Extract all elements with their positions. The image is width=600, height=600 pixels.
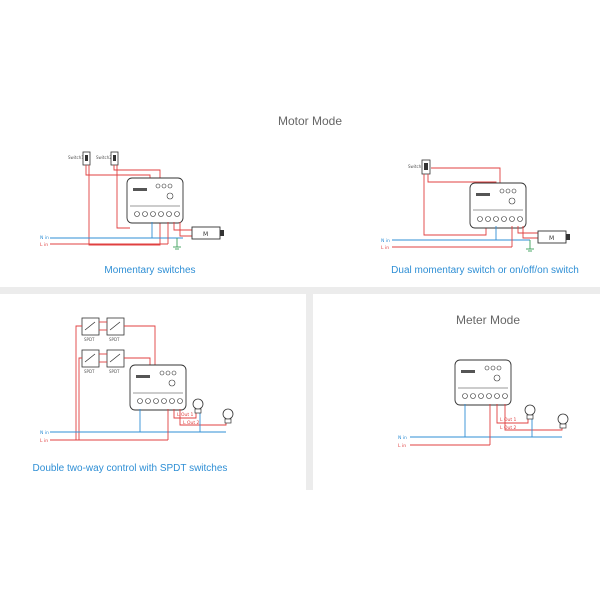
spdt-switch-2: SPDT bbox=[106, 317, 125, 342]
l-in-label: L in bbox=[40, 242, 48, 248]
spdt-switch-3: SPDT bbox=[81, 349, 100, 374]
vertical-divider bbox=[306, 294, 313, 490]
spdt-switch-1: SPDT bbox=[81, 317, 100, 342]
switch: Switch bbox=[408, 159, 431, 175]
spdt-label-3: SPDT bbox=[84, 369, 95, 374]
n-in-label: N in bbox=[40, 430, 49, 436]
l-out2-label: L Out 2 bbox=[183, 420, 200, 426]
n-in-label: N in bbox=[381, 238, 390, 244]
ground-symbol bbox=[173, 238, 181, 250]
motor-label: M bbox=[549, 235, 554, 242]
module-box bbox=[126, 177, 184, 224]
l-in-label: L in bbox=[40, 438, 48, 444]
switch-1: Switch1 bbox=[68, 151, 91, 166]
spdt-switch-4: SPDT bbox=[106, 349, 125, 374]
ground-symbol bbox=[526, 240, 534, 252]
dual-momentary-caption: Dual momentary switch or on/off/on switc… bbox=[391, 265, 579, 276]
meter-mode-title: Meter Mode bbox=[455, 313, 521, 327]
horizontal-divider bbox=[0, 287, 600, 294]
l-out2-label: L Out 2 bbox=[500, 425, 517, 431]
bulb-2 bbox=[557, 413, 569, 429]
l-out1-label: L Out 1 bbox=[500, 417, 517, 423]
motor-label: M bbox=[203, 231, 208, 238]
spdt-label-1: SPDT bbox=[84, 337, 95, 342]
switch-1-label: Switch1 bbox=[68, 155, 84, 160]
n-in-label: N in bbox=[40, 235, 49, 241]
motor: M bbox=[191, 226, 224, 240]
module-box bbox=[454, 359, 512, 406]
l-in-label: L in bbox=[381, 245, 389, 251]
module-box bbox=[469, 182, 527, 229]
motor: M bbox=[537, 230, 570, 244]
l-in-label: L in bbox=[398, 443, 406, 449]
spdt-label-4: SPDT bbox=[109, 369, 120, 374]
spdt-label-2: SPDT bbox=[109, 337, 120, 342]
spdt-caption: Double two-way control with SPDT switche… bbox=[32, 463, 228, 474]
module-box bbox=[129, 364, 187, 411]
l-out1-label: L Out 1 bbox=[177, 412, 194, 418]
motor-mode-title: Motor Mode bbox=[277, 114, 343, 128]
bulb-2 bbox=[222, 408, 234, 424]
n-in-label: N in bbox=[398, 435, 407, 441]
bulb-1 bbox=[192, 398, 204, 414]
momentary-caption: Momentary switches bbox=[104, 265, 196, 276]
bulb-1 bbox=[524, 404, 536, 420]
switch-2: Switch2 bbox=[96, 151, 119, 166]
switch-label: Switch bbox=[408, 164, 422, 169]
switch-2-label: Switch2 bbox=[96, 155, 112, 160]
